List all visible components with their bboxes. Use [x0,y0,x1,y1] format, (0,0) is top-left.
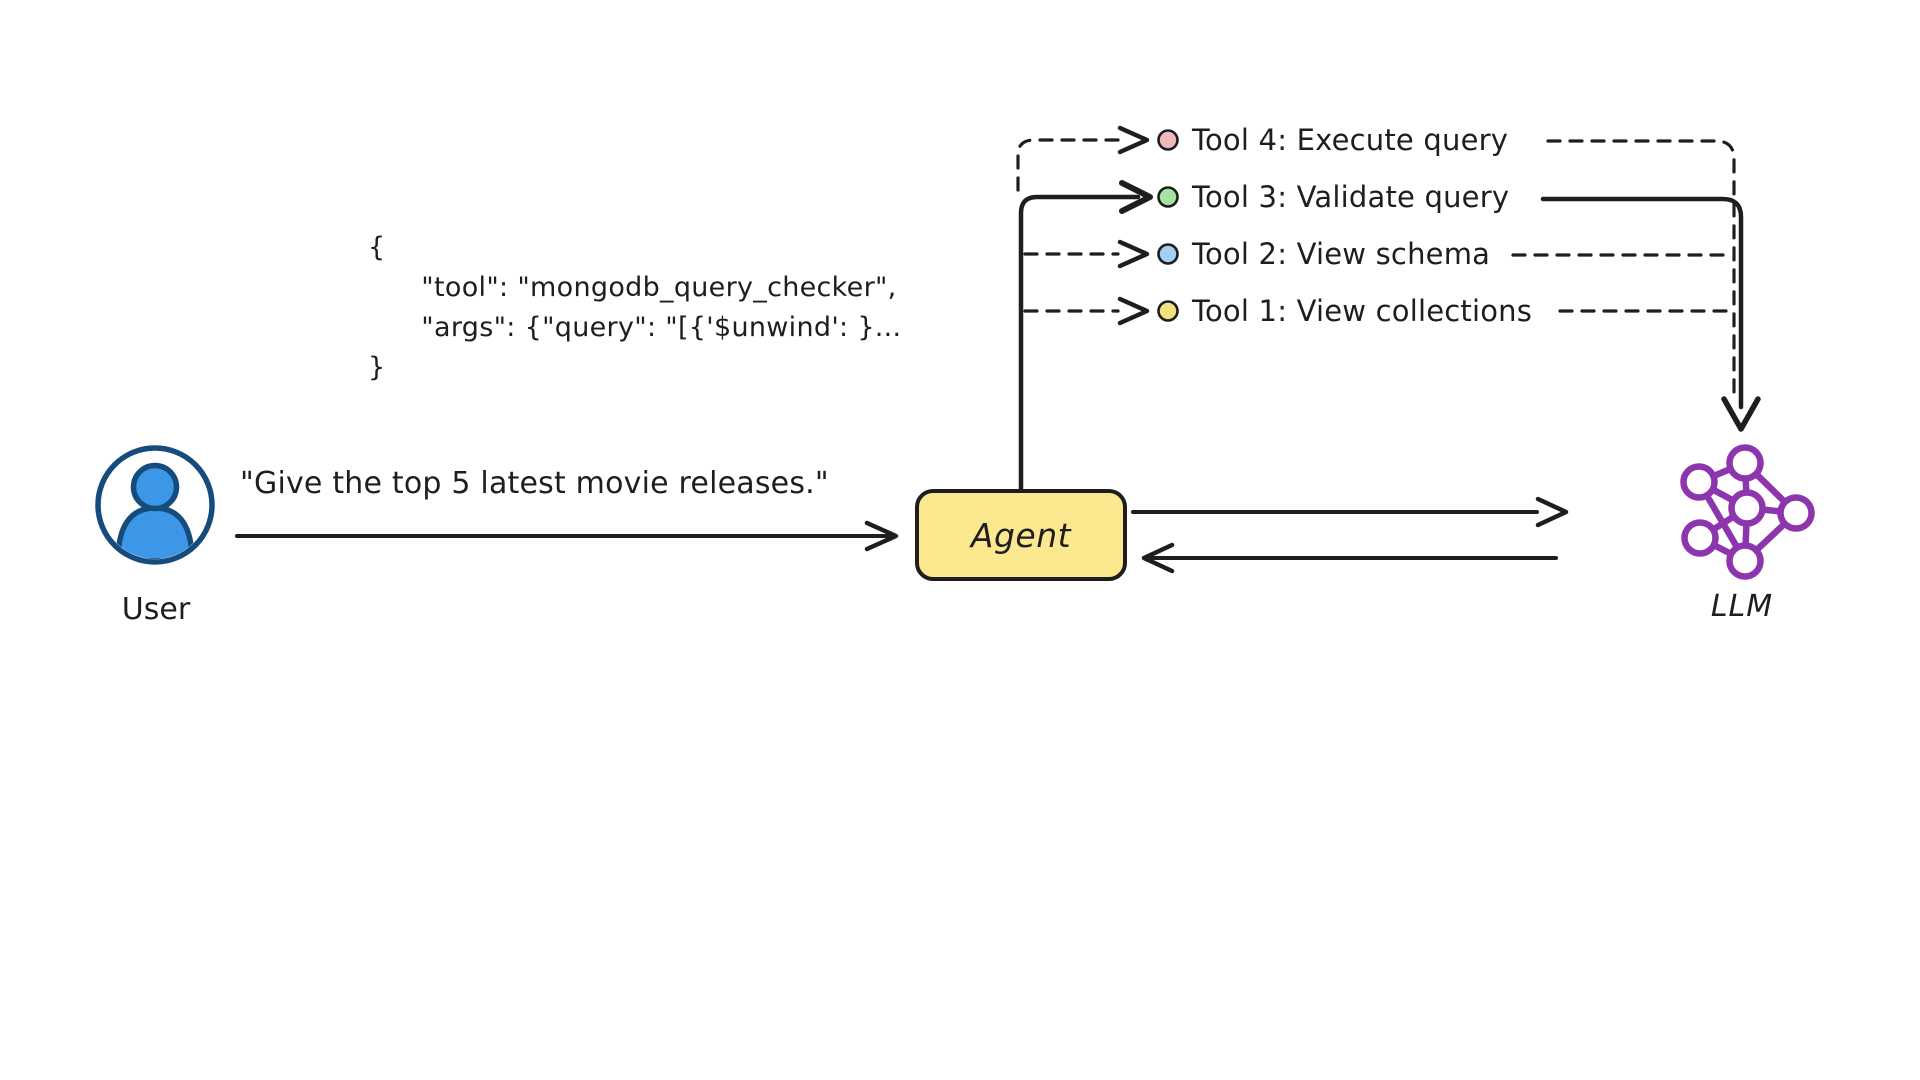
llm-label: LLM [1710,589,1774,624]
agent-to-tool4-arrow [1018,128,1147,190]
tool1-dot [1159,302,1178,321]
user-label: User [121,592,191,627]
agent-to-tool3-arrow [1021,183,1150,489]
tool4-dot [1159,131,1178,150]
agent-to-llm-arrow [1133,499,1566,525]
tool4-label: Tool 4: Execute query [1192,123,1509,157]
tool3-dot [1159,188,1178,207]
tool3-to-llm-line [1543,199,1741,407]
llm-icon [1684,448,1812,577]
user-message: "Give the top 5 latest movie releases." [240,466,829,501]
tool3-label: Tool 3: Validate query [1192,180,1510,214]
user-to-agent-arrow [237,523,896,549]
llm-down-arrowhead [1724,399,1758,429]
agent-box: Agent [915,489,1127,581]
tool2-label: Tool 2: View schema [1192,237,1491,271]
llm-to-agent-arrow [1144,545,1556,571]
agent-to-tool2-arrow [1025,242,1147,266]
agent-label: Agent [970,515,1072,555]
agent-to-tool1-arrow [1025,299,1147,323]
user-icon [98,448,212,562]
tool-call-code-snippet: { "tool": "mongodb_query_checker", "args… [368,232,902,383]
tool1-label: Tool 1: View collections [1192,294,1533,328]
llm-icon-nodes [1684,448,1812,577]
tool4-to-llm-line [1548,141,1734,400]
tool2-dot [1159,245,1178,264]
